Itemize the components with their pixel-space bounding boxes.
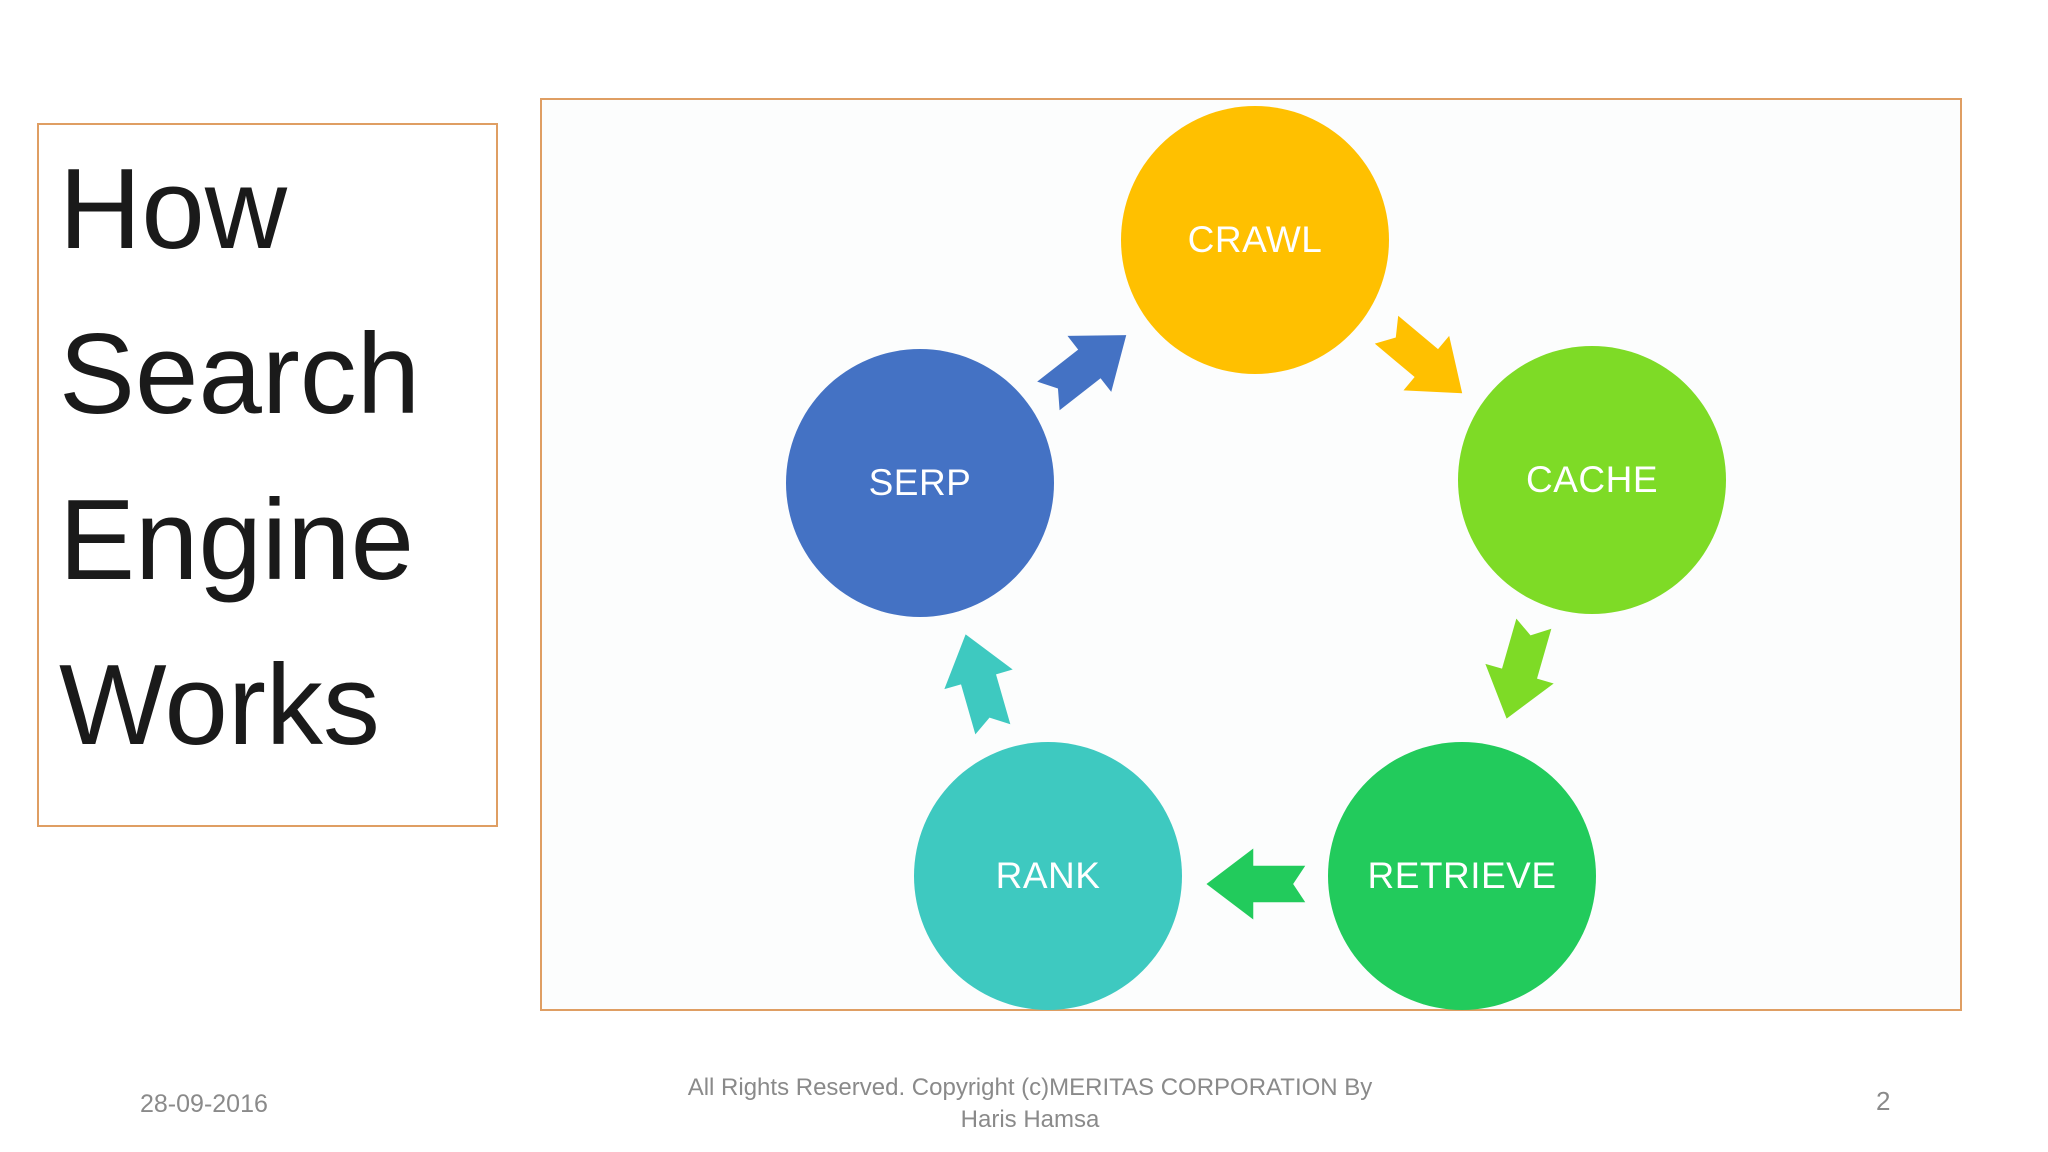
- arrow-shape: [1374, 315, 1463, 394]
- slide-title: How Search Engine Works: [59, 146, 421, 769]
- footer-copyright-line2: Haris Hamsa: [960, 1105, 1100, 1133]
- arrow-cache-to-retrieve-icon: [1485, 618, 1554, 719]
- arrow-shape: [1206, 848, 1306, 920]
- title-box: How Search Engine Works: [37, 123, 498, 827]
- footer-copyright-line1: All Rights Reserved. Copyright (c)MERITA…: [687, 1074, 1373, 1101]
- footer-copyright: All Rights Reserved. Copyright (c)MERITA…: [630, 1072, 1430, 1136]
- arrow-serp-to-crawl-icon: [1037, 335, 1127, 411]
- step-circle-rank: RANK: [914, 742, 1182, 1010]
- step-circle-cache: CACHE: [1458, 346, 1726, 614]
- arrow-crawl-to-cache-icon: [1374, 315, 1463, 394]
- arrow-shape: [944, 634, 1013, 735]
- step-label-cache: CACHE: [1525, 459, 1659, 500]
- page-number: 2: [1876, 1086, 1891, 1116]
- step-circle-serp: SERP: [786, 349, 1054, 617]
- arrow-shape: [1485, 618, 1554, 719]
- step-circle-crawl: CRAWL: [1121, 106, 1389, 374]
- step-label-retrieve: RETRIEVE: [1367, 855, 1557, 896]
- step-label-crawl: CRAWL: [1187, 219, 1323, 260]
- arrow-shape: [1037, 335, 1127, 411]
- arrow-rank-to-serp-icon: [944, 634, 1013, 735]
- arrow-retrieve-to-rank-icon: [1206, 848, 1306, 920]
- step-label-rank: RANK: [995, 855, 1101, 896]
- step-label-serp: SERP: [868, 462, 972, 503]
- step-circle-retrieve: RETRIEVE: [1328, 742, 1596, 1010]
- footer-date: 28-09-2016: [140, 1090, 268, 1118]
